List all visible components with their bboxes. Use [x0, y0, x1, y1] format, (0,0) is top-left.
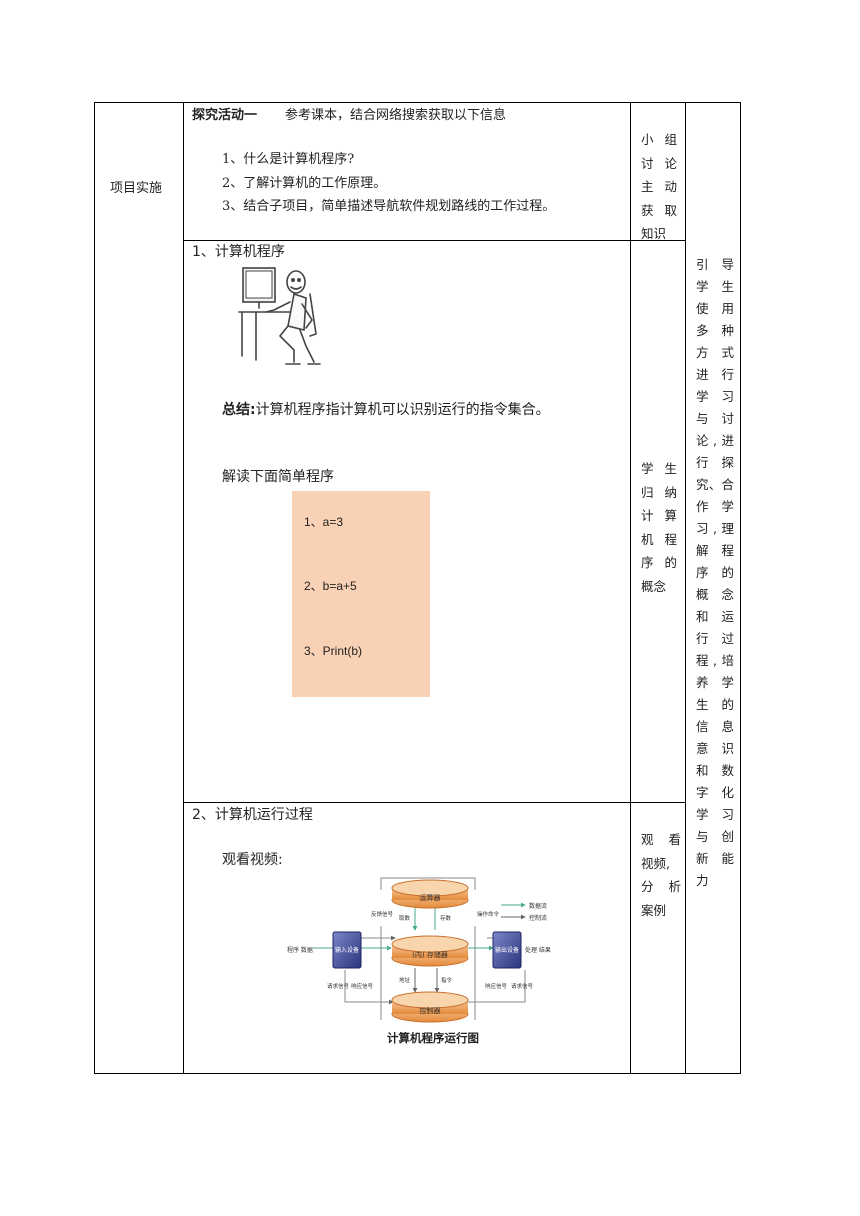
right-note-line: 使 用: [696, 301, 734, 316]
right-note-line: 和 运: [696, 609, 734, 624]
section2-side-note: 观 看 视频, 分 析 案例: [641, 828, 681, 922]
op-cmd-label: 操作命令: [477, 910, 500, 918]
section1-heading: 1、计算机程序: [192, 244, 285, 260]
control-label: 控制器: [420, 1006, 441, 1015]
right-note-line: 多 种: [696, 323, 734, 338]
side-note-line: 主 动: [641, 179, 677, 194]
summary-label: 总结:: [222, 402, 256, 418]
right-note-line: 学 习: [696, 389, 734, 404]
table-border-left: [94, 102, 95, 1074]
right-note-line: 与 创: [696, 829, 734, 844]
side-note-line: 视频,: [641, 855, 670, 871]
response-left-label: 响应信号: [351, 982, 374, 990]
activity-item-3: 3、结合子项目，简单描述导航软件规划路线的工作过程。: [222, 199, 556, 214]
side-note-line: 序 的: [641, 555, 677, 570]
right-note-line: 字 化: [696, 785, 734, 800]
side-note-line: 机 程: [641, 531, 677, 547]
right-note-line: 学 习: [696, 807, 734, 822]
right-note-line: 作 学: [696, 499, 734, 514]
right-note-line: 进 行: [696, 367, 734, 382]
code-line-1: 1、a=3: [304, 515, 344, 529]
table-border-bottom: [94, 1073, 741, 1074]
side-note-line: 知识: [641, 226, 667, 241]
response-right-label: 响应信号: [485, 982, 508, 990]
legend-control-label: 控制流: [529, 914, 547, 922]
instruction-label: 指令: [441, 976, 453, 984]
right-note-line: 力: [696, 873, 709, 888]
right-note-line: 意 识: [696, 741, 734, 756]
col-divider-3: [685, 102, 686, 1074]
side-note-line: 学 生: [641, 461, 677, 476]
side-note-line: 归 纳: [641, 484, 677, 500]
right-note-line: 概 念: [696, 587, 734, 602]
side-note-line: 概念: [641, 578, 667, 594]
diagram-caption: 计算机程序运行图: [387, 1031, 479, 1045]
code-box: 1、a=3 2、b=a+5 3、Print(b): [292, 491, 430, 697]
right-note-line: 解 程: [696, 543, 734, 558]
right-note-line: 行 过: [696, 631, 734, 646]
right-note-line: 和 数: [696, 763, 734, 778]
input-device-label: 输入设备: [335, 946, 359, 954]
legend-data-label: 数据流: [529, 902, 547, 910]
right-note-line: 究、合: [696, 477, 734, 492]
side-note-line: 观 看: [641, 832, 681, 847]
right-note-line: 方 式: [696, 345, 734, 360]
right-note-line: 新 能: [696, 851, 734, 866]
table-border-top: [94, 102, 741, 103]
row-divider-1: [183, 240, 686, 241]
right-note-line: 养 学: [696, 675, 734, 690]
request-right-label: 请求信号: [511, 982, 534, 990]
right-note-line: 论,进: [696, 433, 734, 448]
right-note-line: 与 讨: [696, 411, 734, 426]
right-note-line: 程,培: [696, 653, 734, 668]
code-line-3: 3、Print(b): [304, 644, 363, 658]
side-note-line: 分 析: [641, 879, 681, 894]
right-note-line: 习,理: [696, 521, 734, 536]
video-prompt: 观看视频:: [222, 852, 283, 868]
summary-text: 计算机程序指计算机可以识别运行的指令集合。: [255, 402, 550, 418]
side-note-line: 讨 论: [641, 155, 677, 171]
row-divider-2: [183, 802, 686, 803]
request-left-label: 请求信号: [327, 982, 350, 990]
summary: 总结:计算机程序指计算机可以识别运行的指令集合。: [222, 401, 550, 419]
read-prompt: 解读下面简单程序: [222, 469, 334, 485]
memory-label: (内) 存储器: [412, 950, 448, 959]
col-divider-2: [630, 102, 631, 1074]
alu-label: 运算器: [420, 893, 441, 902]
right-note-line: 行 探: [696, 455, 734, 470]
store-label: 存数: [440, 914, 452, 922]
row-label: 项目实施: [110, 181, 163, 196]
left-input-label: 程序 数据: [287, 946, 313, 954]
activity-item-2: 2、了解计算机的工作原理。: [222, 176, 387, 191]
code-line-2: 2、b=a+5: [304, 579, 357, 593]
side-note-line: 小 组: [641, 132, 677, 147]
computer-user-illustration: [238, 267, 321, 365]
side-note-line: 获 取: [641, 202, 677, 218]
activity-side-note: 小 组 讨 论 主 动 获 取 知识: [641, 128, 677, 246]
section2-heading: 2、计算机运行过程: [192, 807, 313, 823]
program-run-diagram: 运算器 (内) 存储器 控制器 输入设备 输出设备 程序 数据 处理 结果 数据…: [287, 877, 551, 1045]
activity-item-1: 1、什么是计算机程序?: [222, 152, 355, 167]
right-note-line: 学 生: [696, 279, 734, 294]
side-note-line: 计 算: [641, 508, 677, 523]
side-note-line: 案例: [641, 902, 667, 918]
right-note-line: 生 的: [696, 697, 734, 712]
right-column-note: 引 导 学 生 使 用 多 种 方 式 进 行 学 习 与 讨 论,进 行 探 …: [696, 254, 734, 892]
right-output-label: 处理 结果: [525, 946, 551, 954]
table-border-right: [740, 102, 741, 1074]
activity-intro: 参考课本，结合网络搜索获取以下信息: [285, 108, 507, 123]
output-device-label: 输出设备: [495, 946, 519, 954]
address-label: 地址: [399, 976, 411, 984]
section1-side-note: 学 生 归 纳 计 算 机 程 序 的 概念: [641, 457, 677, 598]
right-note-line: 序 的: [696, 565, 734, 580]
right-note-line: 信 息: [696, 719, 734, 734]
activity-title: 探究活动一: [192, 108, 258, 123]
feedback-label: 反馈信号: [371, 910, 394, 918]
col-divider-1: [183, 102, 184, 1074]
fetch-label: 取数: [399, 914, 411, 922]
right-note-line: 引 导: [696, 257, 734, 272]
